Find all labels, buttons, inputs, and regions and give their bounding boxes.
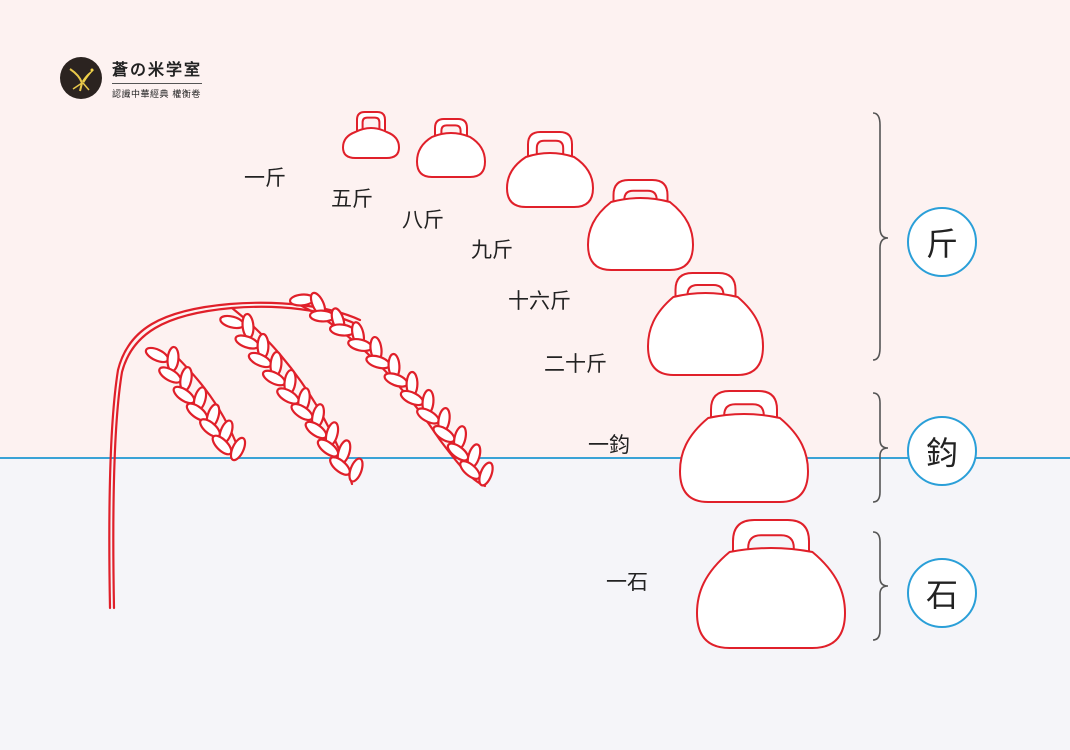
brand-logo: 蒼の米学室 認識中華經典 權衡卷 [60, 56, 203, 100]
weight-7 [695, 519, 847, 649]
weight-body [678, 413, 810, 503]
unit-circle-shi: 石 [907, 558, 977, 628]
weights-group [341, 111, 847, 649]
rice-grain [348, 457, 364, 483]
rice-grain [229, 436, 247, 462]
weight-body [505, 152, 595, 208]
horizontal-divider-line [0, 457, 1070, 459]
weight-label-5-jin: 五斤 [331, 187, 373, 211]
rice-grain [144, 346, 170, 364]
logo-subtitle: 認識中華經典 權衡卷 [112, 90, 201, 100]
weight-body [415, 132, 487, 178]
bird-icon [60, 57, 102, 99]
weight-6 [678, 390, 810, 503]
rice-grain [247, 351, 273, 369]
unit-circle-jun: 鈞 [907, 416, 977, 486]
weight-label-16-jin: 十六斤 [508, 289, 571, 313]
weight-label-9-jin: 九斤 [471, 238, 513, 262]
rice-grain [383, 372, 409, 388]
logo-title: 蒼の米学室 [112, 56, 203, 84]
weight-1 [341, 111, 401, 159]
weight-2 [415, 118, 487, 178]
weight-body [646, 292, 765, 376]
weight-5 [646, 272, 765, 376]
weight-label-8-jin: 八斤 [402, 208, 444, 232]
rice-grain [478, 461, 494, 487]
rice-grain [365, 354, 391, 370]
weight-body [695, 547, 847, 649]
rice-grain [399, 389, 425, 407]
rice-grain [347, 337, 373, 353]
unit-circle-jin: 斤 [907, 207, 977, 277]
weight-3 [505, 131, 595, 208]
weight-body [341, 127, 401, 159]
weight-label-1-shi: 一石 [606, 570, 648, 594]
weight-body [586, 197, 695, 271]
weight-label-20-jin: 二十斤 [544, 352, 607, 376]
rice-grain [308, 309, 336, 323]
brace-shi [872, 531, 889, 641]
rice-grain [234, 334, 260, 350]
brace-jin [872, 112, 889, 361]
weight-4 [586, 179, 695, 271]
weight-label-1-jun: 一鈞 [588, 433, 630, 457]
rice-stem-inner [112, 305, 358, 610]
rice-plant-illustration [108, 291, 494, 610]
lower-background [0, 458, 1070, 750]
brace-jun [872, 392, 889, 503]
rice-grain [328, 323, 356, 337]
weight-label-1-jin: 一斤 [244, 166, 286, 190]
